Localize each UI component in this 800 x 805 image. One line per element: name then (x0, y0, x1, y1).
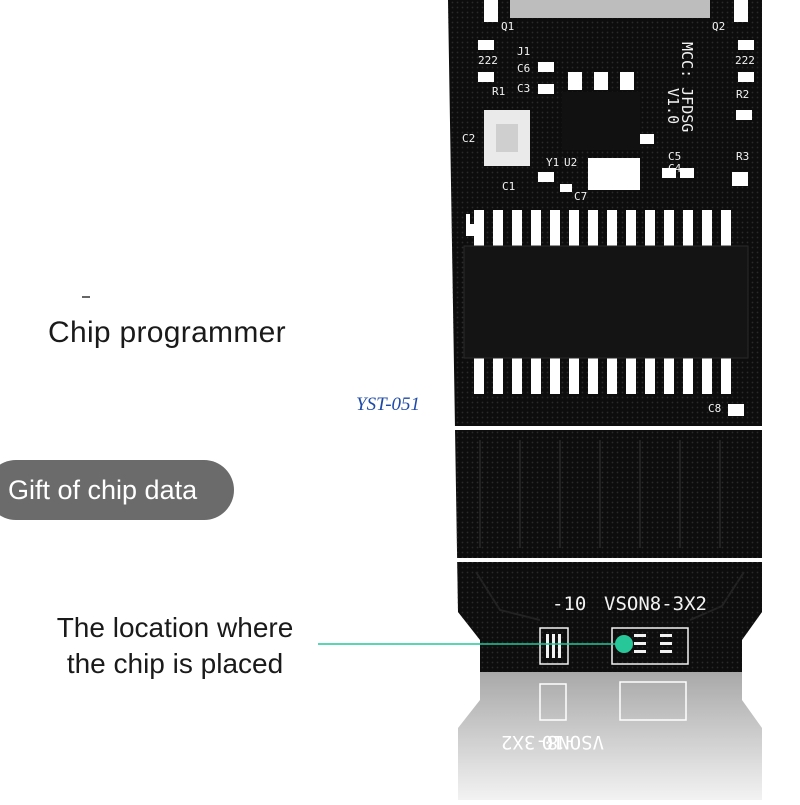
decorative-dash (82, 296, 90, 298)
chip-socket-footprint (611, 627, 689, 665)
chip-programmer-caption: Chip programmer (48, 316, 286, 349)
silk-q1: Q1 (501, 20, 514, 33)
silk-u2: U2 (564, 156, 577, 169)
silk-pkg-name: VSON8-3X2 (604, 593, 707, 615)
silk-c8: C8 (708, 402, 721, 415)
svg-text:VSON8-3X2: VSON8-3X2 (501, 731, 604, 753)
silk-q2: Q2 (712, 20, 725, 33)
main-ic-pins-bottom (474, 358, 731, 394)
silk-y1: Y1 (546, 156, 559, 169)
silk-c3: C3 (517, 82, 530, 95)
callout-dot (615, 635, 633, 653)
footprint-small (539, 627, 569, 665)
silk-r1: R1 (492, 85, 505, 98)
silk-pkg-num: -10 (552, 593, 586, 615)
silk-222a: 222 (478, 54, 498, 67)
board-reflection: VSON8-3X2 -10 (458, 672, 762, 800)
main-ic (463, 245, 749, 359)
silk-brand-line2: V1.0 (664, 88, 682, 124)
gift-badge: Gift of chip data (0, 460, 234, 520)
silk-c1: C1 (502, 180, 515, 193)
silk-r3: R3 (736, 150, 749, 163)
location-caption: The location where the chip is placed (30, 610, 320, 682)
silk-c2: C2 (462, 132, 475, 145)
location-line-1: The location where (56, 612, 294, 643)
model-label: YST-051 (356, 394, 421, 415)
silk-brand-line1: MCC: JFDSG (678, 42, 696, 132)
silk-c5: C5 (668, 150, 681, 163)
silk-j1: J1 (517, 45, 530, 58)
silk-c6: C6 (517, 62, 530, 75)
main-ic-pins-top (474, 210, 731, 246)
svg-text:-10: -10 (542, 731, 576, 753)
location-line-2: the chip is placed (66, 648, 284, 679)
silk-r2: R2 (736, 88, 749, 101)
silk-c7: C7 (574, 190, 587, 203)
silk-222b: 222 (735, 54, 755, 67)
